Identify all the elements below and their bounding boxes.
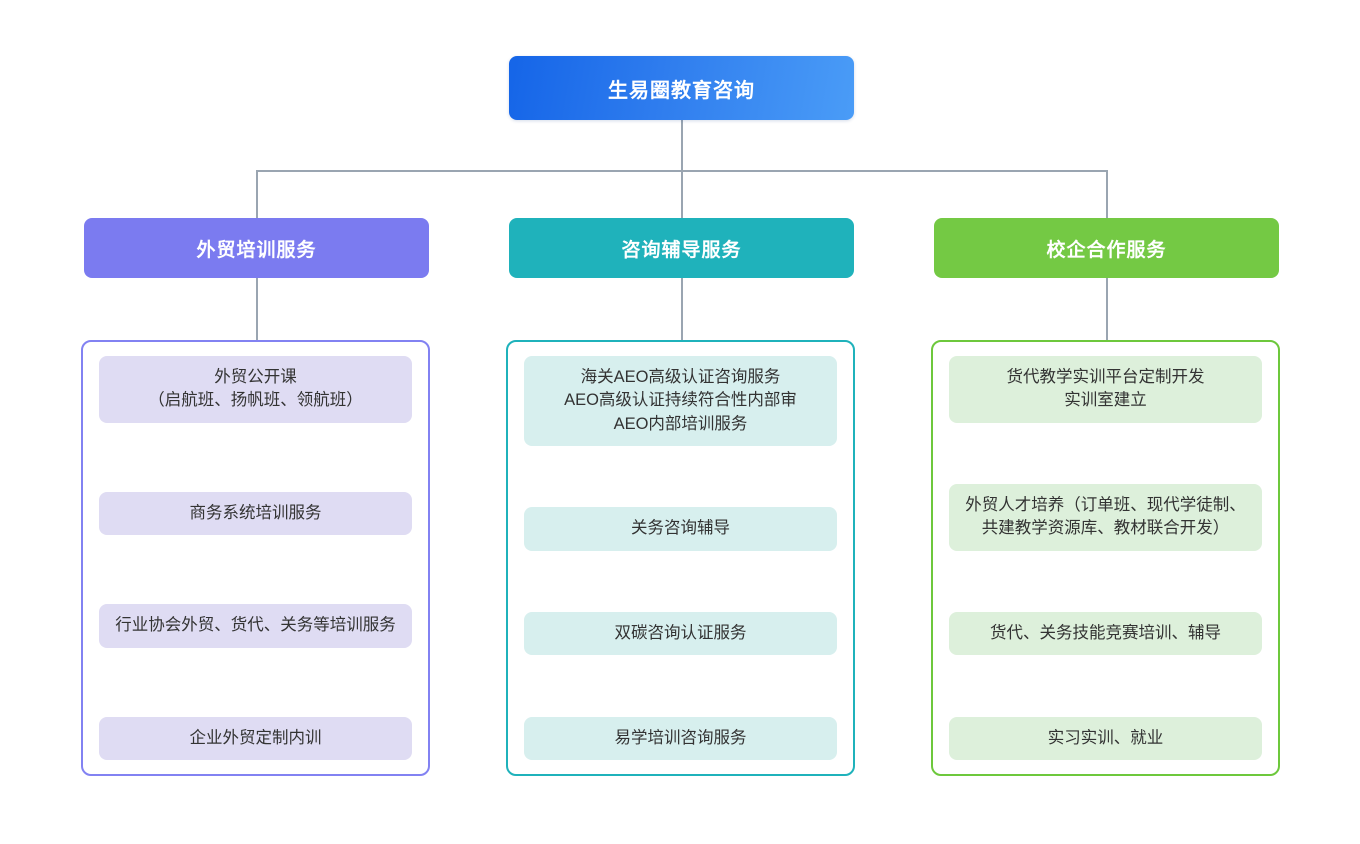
branch-header-waimao-peixun[interactable]: 外贸培训服务 <box>84 218 429 278</box>
branch-body-zixun-fudao: 海关AEO高级认证咨询服务 AEO高级认证持续符合性内部审 AEO内部培训服务 … <box>506 340 855 776</box>
branch-body-xiaoqi-hezuo: 货代教学实训平台定制开发 实训室建立 外贸人才培养（订单班、现代学徒制、共建教学… <box>931 340 1280 776</box>
leaf-card[interactable]: 易学培训咨询服务 <box>524 716 837 760</box>
leaf-card[interactable]: 双碳咨询认证服务 <box>524 612 837 656</box>
leaf-card[interactable]: 商务系统培训服务 <box>99 491 412 536</box>
leaf-card[interactable]: 外贸公开课 （启航班、扬帆班、领航班） <box>99 356 412 423</box>
leaf-card[interactable]: 企业外贸定制内训 <box>99 716 412 760</box>
connector-root-stem <box>681 120 683 171</box>
leaf-card[interactable]: 行业协会外贸、货代、关务等培训服务 <box>99 604 412 648</box>
branch-header-zixun-fudao[interactable]: 咨询辅导服务 <box>509 218 854 278</box>
connector-horizontal-bus <box>256 170 1107 172</box>
connector-stem-body-2 <box>1106 278 1108 340</box>
root-node[interactable]: 生易圈教育咨询 <box>509 56 854 120</box>
connector-drop-branch-2 <box>1106 170 1108 218</box>
leaf-card[interactable]: 关务咨询辅导 <box>524 507 837 551</box>
branch-header-title: 咨询辅导服务 <box>621 239 742 261</box>
leaf-card[interactable]: 货代、关务技能竞赛培训、辅导 <box>949 612 1262 656</box>
leaf-card[interactable]: 外贸人才培养（订单班、现代学徒制、共建教学资源库、教材联合开发） <box>949 484 1262 551</box>
branch-header-title: 外贸培训服务 <box>196 239 317 261</box>
connector-drop-branch-1 <box>681 170 683 218</box>
leaf-card[interactable]: 海关AEO高级认证咨询服务 AEO高级认证持续符合性内部审 AEO内部培训服务 <box>524 356 837 447</box>
branch-body-waimao-peixun: 外贸公开课 （启航班、扬帆班、领航班） 商务系统培训服务 行业协会外贸、货代、关… <box>81 340 430 776</box>
connector-stem-body-0 <box>256 278 258 340</box>
connector-stem-body-1 <box>681 278 683 340</box>
connector-drop-branch-0 <box>256 170 258 218</box>
root-node-title: 生易圈教育咨询 <box>608 79 755 102</box>
leaf-card[interactable]: 货代教学实训平台定制开发 实训室建立 <box>949 356 1262 423</box>
leaf-card[interactable]: 实习实训、就业 <box>949 716 1262 760</box>
branch-header-xiaoqi-hezuo[interactable]: 校企合作服务 <box>934 218 1279 278</box>
branch-header-title: 校企合作服务 <box>1046 239 1167 261</box>
